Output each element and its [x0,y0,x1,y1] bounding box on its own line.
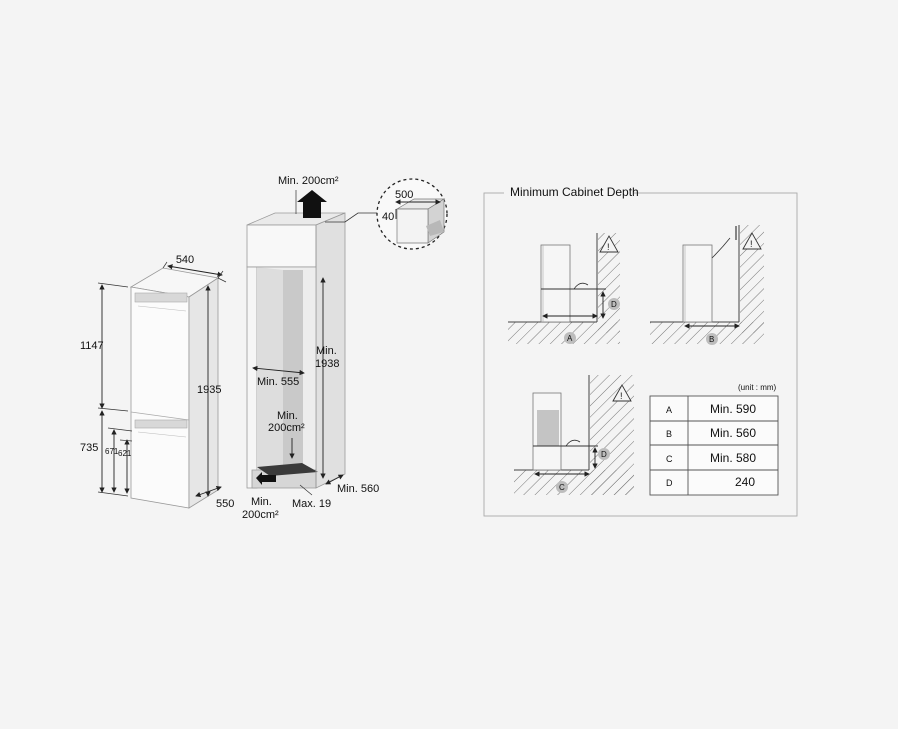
install-diagram-c [514,375,634,495]
cabinet-height-label-line1: Min. [316,345,337,357]
fridge-upper-height-label: 1147 [80,340,104,352]
fridge-lower-height-label: 735 [80,442,98,454]
cabinet-dimensions [252,277,344,496]
rear-vent-label-line2: 200cm² [268,422,305,434]
table-row-value: Min. 580 [710,451,756,465]
cabinet-depth-label: Min. 560 [337,483,379,495]
table-row-key: B [666,429,672,439]
table-row-value: Min. 560 [710,426,756,440]
table-row-key: A [666,405,672,415]
install-diagram-a [508,233,620,344]
inset-height-label: 40 [382,211,394,223]
top-vent-label: Min. 200cm² [278,175,339,187]
warning-glyph-3: ! [620,391,623,401]
marker-d-1: D [611,300,617,309]
bottom-vent-label-line1: Min. [251,496,272,508]
marker-a-1: A [567,334,573,343]
table-row-value: 240 [735,475,755,489]
plinth-label: Max. 19 [292,498,331,510]
cabinet-height-label-line2: 1938 [315,358,339,370]
table-row-key: D [666,478,673,488]
table-row-value: Min. 590 [710,402,756,416]
top-vent-arrow-icon [297,190,327,218]
fridge-depth-label: 550 [216,498,234,510]
unit-label: (unit : mm) [738,383,777,392]
marker-d-2: D [601,450,607,459]
rear-vent-label-line1: Min. [277,410,298,422]
warning-glyph-2: ! [750,239,753,249]
cabinet-inner-width-label: Min. 555 [257,376,299,388]
marker-c: C [559,483,565,492]
marker-b: B [709,335,714,344]
inset-width-label: 500 [395,189,413,201]
table-row-key: C [666,454,673,464]
fridge-height-b-label: 621 [118,449,132,458]
min-depth-panel [483,186,798,517]
panel-title: Minimum Cabinet Depth [510,185,639,199]
fridge-height-a-label: 671 [105,447,119,456]
fridge-width-label: 540 [176,254,194,266]
fridge-illustration [129,267,220,509]
depth-table [649,395,779,496]
warning-glyph-1: ! [607,242,610,252]
fridge-total-height-label: 1935 [197,384,221,396]
depth-table-rows: A Min. 590 B Min. 560 C Min. 580 D 240 [666,402,756,489]
cabinet-dimension-labels: Min. 1938 Min. 555 Min. 200cm² Min. 200c… [242,345,379,521]
bottom-vent-label-line2: 200cm² [242,509,279,521]
install-diagram-b [650,225,764,345]
top-detail-callout [325,178,448,250]
fridge-dimension-labels: 540 1147 1935 735 671 621 550 [80,254,234,510]
bottom-vent-arrow-icon [256,472,276,485]
fridge-dimensions [97,261,227,498]
